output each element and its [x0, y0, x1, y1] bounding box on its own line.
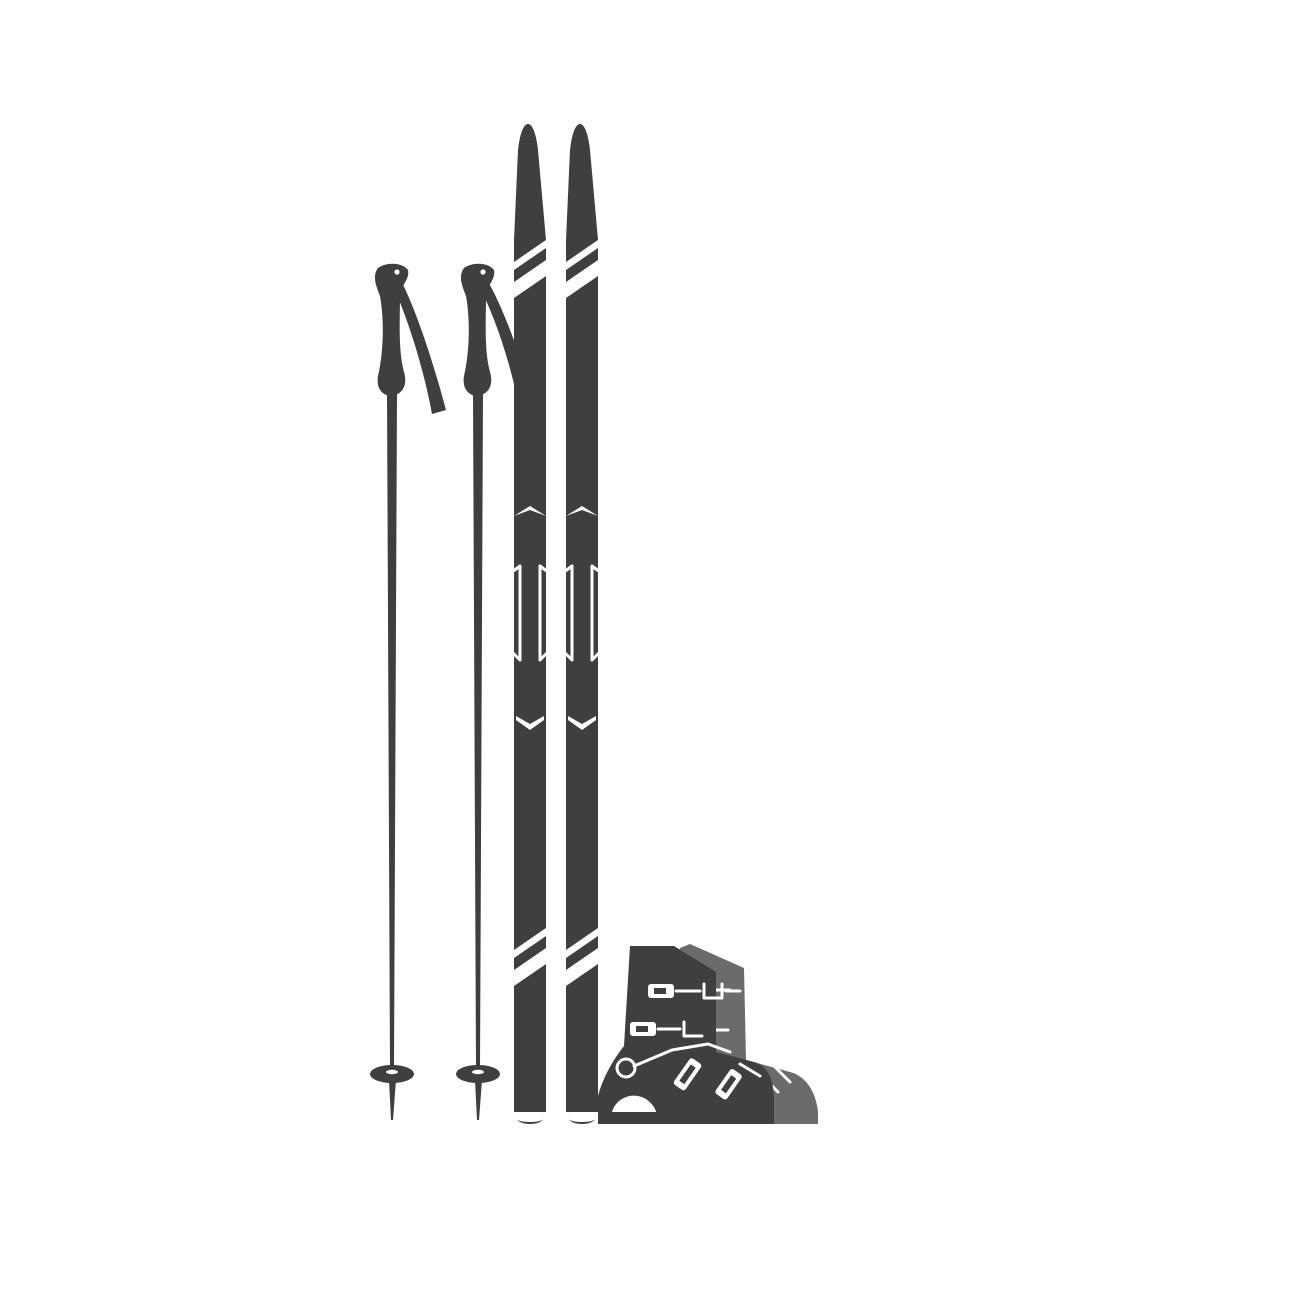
ski-binding-arrow-down [516, 716, 544, 730]
boot-pivot [615, 1057, 637, 1079]
pole-shaft [387, 394, 397, 1068]
boot-buckle [656, 1020, 704, 1038]
ski-stripe [566, 240, 598, 270]
ski-icon [562, 124, 602, 1124]
ski-body [514, 124, 546, 1124]
ski-right [562, 124, 602, 1124]
ski-boot-icon [598, 946, 774, 1124]
ski-tail [514, 1112, 546, 1122]
boot-buckle [674, 982, 742, 1000]
ski-binding-arrow-down [568, 716, 596, 730]
ski-stripe [514, 948, 546, 986]
pole-tip [389, 1080, 396, 1120]
boot-strap-inner [636, 1026, 648, 1032]
boot-cable [632, 1042, 732, 1068]
boot-sole-arch [612, 1095, 656, 1112]
ski-pole-icon [370, 263, 446, 1120]
pole-basket-hub [386, 1069, 398, 1075]
boot-lower-buckle [715, 1069, 742, 1100]
boot-lower-buckle [673, 1058, 702, 1091]
pole-shaft [473, 394, 483, 1068]
ski-stripe [514, 928, 546, 958]
ski-binding-outline [562, 564, 602, 662]
ski-pole-left [370, 263, 446, 1120]
ski-body [566, 124, 598, 1124]
ski-icon [510, 124, 550, 1124]
ski-binding-arrow-up [514, 506, 546, 516]
ski-stripe [514, 260, 546, 298]
boot-toe-line [738, 1062, 762, 1078]
pole-grip [374, 263, 409, 396]
ski-stripe [514, 240, 546, 270]
pole-tip [475, 1080, 482, 1120]
boot-strap-inner [654, 988, 666, 994]
pole-grip [460, 263, 495, 396]
ski-stripe [566, 928, 598, 958]
ski-stripe [566, 260, 598, 298]
ski-binding-arrow-up [566, 506, 598, 516]
pole-basket-hub [472, 1069, 484, 1075]
ski-stripe [566, 948, 598, 986]
ski-left [510, 124, 550, 1124]
ski-boot-front [598, 946, 774, 1124]
pole-grip-hole [394, 269, 400, 275]
pole-strap [392, 275, 446, 414]
pole-grip-hole [480, 269, 486, 275]
ski-tail [566, 1112, 598, 1122]
ski-binding-outline [510, 564, 550, 662]
